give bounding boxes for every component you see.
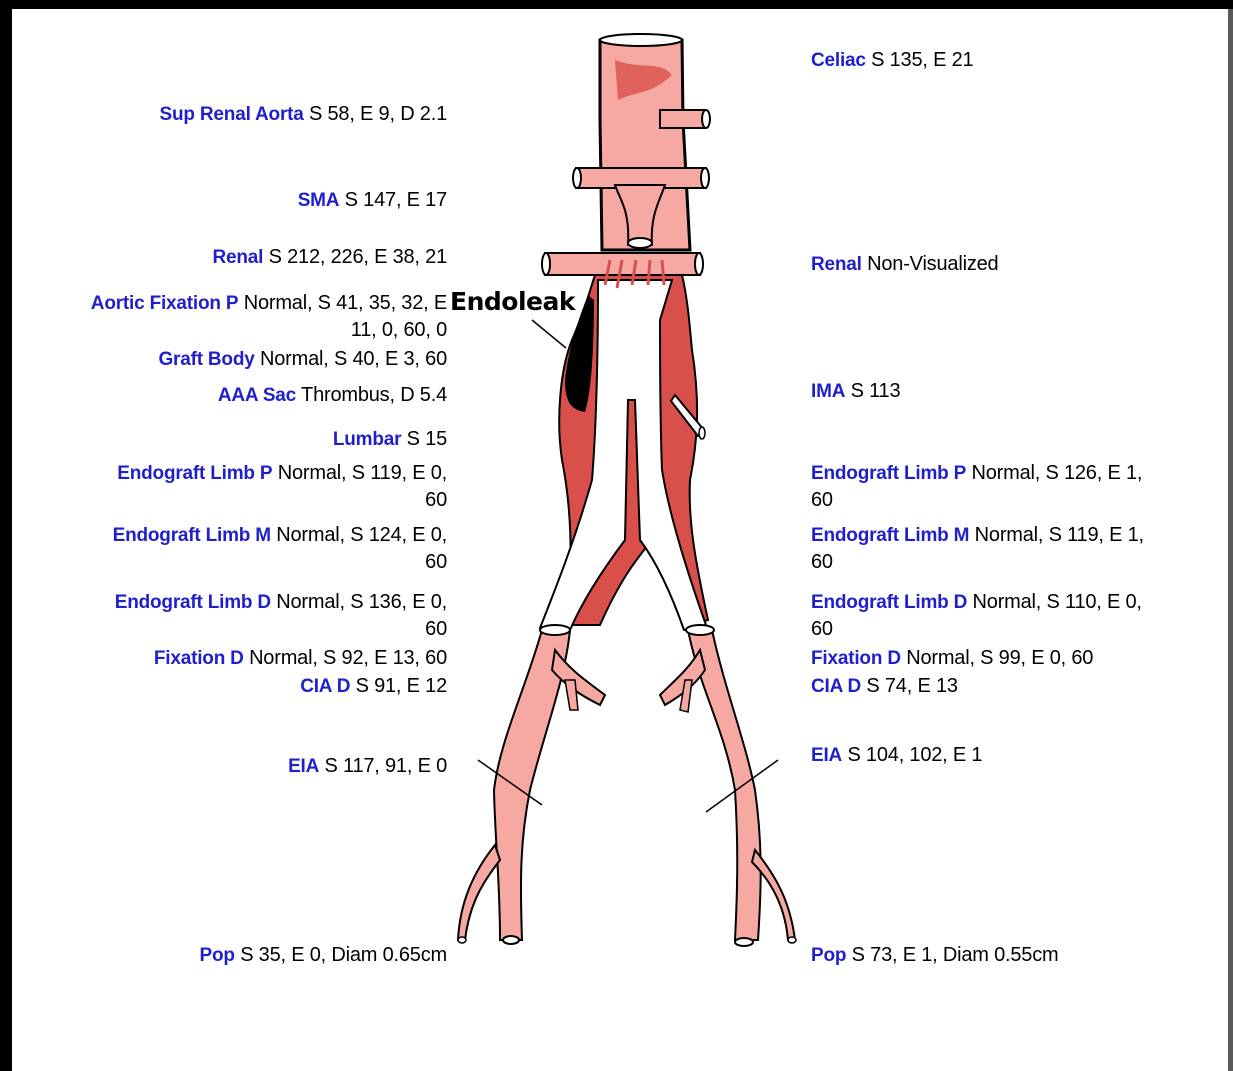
endoleak-annotation: Endoleak <box>450 287 575 316</box>
label-aortic-fixation-p: Aortic Fixation P Normal, S 41, 35, 32, … <box>40 290 447 343</box>
label-ima: IMA S 113 <box>811 378 1211 405</box>
label-endograft-limb-d-right: Endograft Limb D Normal, S 110, E 0, 60 <box>811 589 1211 642</box>
label-celiac: Celiac S 135, E 21 <box>811 47 1211 74</box>
celiac-branch <box>660 110 705 128</box>
label-cia-d-right: CIA D S 74, E 13 <box>811 673 1211 700</box>
label-renal-right: Renal Non-Visualized <box>811 251 1211 278</box>
label-cia-d-left: CIA D S 91, E 12 <box>100 673 447 700</box>
label-fixation-d-right: Fixation D Normal, S 99, E 0, 60 <box>811 645 1211 672</box>
label-eia-left: EIA S 117, 91, E 0 <box>100 753 447 780</box>
label-pop-right: Pop S 73, E 1, Diam 0.55cm <box>811 942 1211 969</box>
label-graft-body: Graft Body Normal, S 40, E 3, 60 <box>100 346 447 373</box>
endoleak-pointer <box>532 320 566 348</box>
label-endograft-limb-d-left: Endograft Limb D Normal, S 136, E 0, 60 <box>40 589 447 642</box>
label-sup-renal-aorta: Sup Renal Aorta S 58, E 9, D 2.1 <box>100 101 447 128</box>
label-lumbar: Lumbar S 15 <box>100 426 447 453</box>
label-sma: SMA S 147, E 17 <box>100 187 447 214</box>
label-pop-left: Pop S 35, E 0, Diam 0.65cm <box>100 942 447 969</box>
label-renal-left: Renal S 212, 226, E 38, 21 <box>100 244 447 271</box>
label-endograft-limb-p-right: Endograft Limb P Normal, S 126, E 1, 60 <box>811 460 1211 513</box>
label-eia-right: EIA S 104, 102, E 1 <box>811 742 1211 769</box>
label-fixation-d-left: Fixation D Normal, S 92, E 13, 60 <box>100 645 447 672</box>
label-aaa-sac: AAA Sac Thrombus, D 5.4 <box>100 382 447 409</box>
label-endograft-limb-p-left: Endograft Limb P Normal, S 119, E 0, 60 <box>40 460 447 513</box>
label-endograft-limb-m-left: Endograft Limb M Normal, S 124, E 0, 60 <box>40 522 447 575</box>
label-endograft-limb-m-right: Endograft Limb M Normal, S 119, E 1, 60 <box>811 522 1211 575</box>
